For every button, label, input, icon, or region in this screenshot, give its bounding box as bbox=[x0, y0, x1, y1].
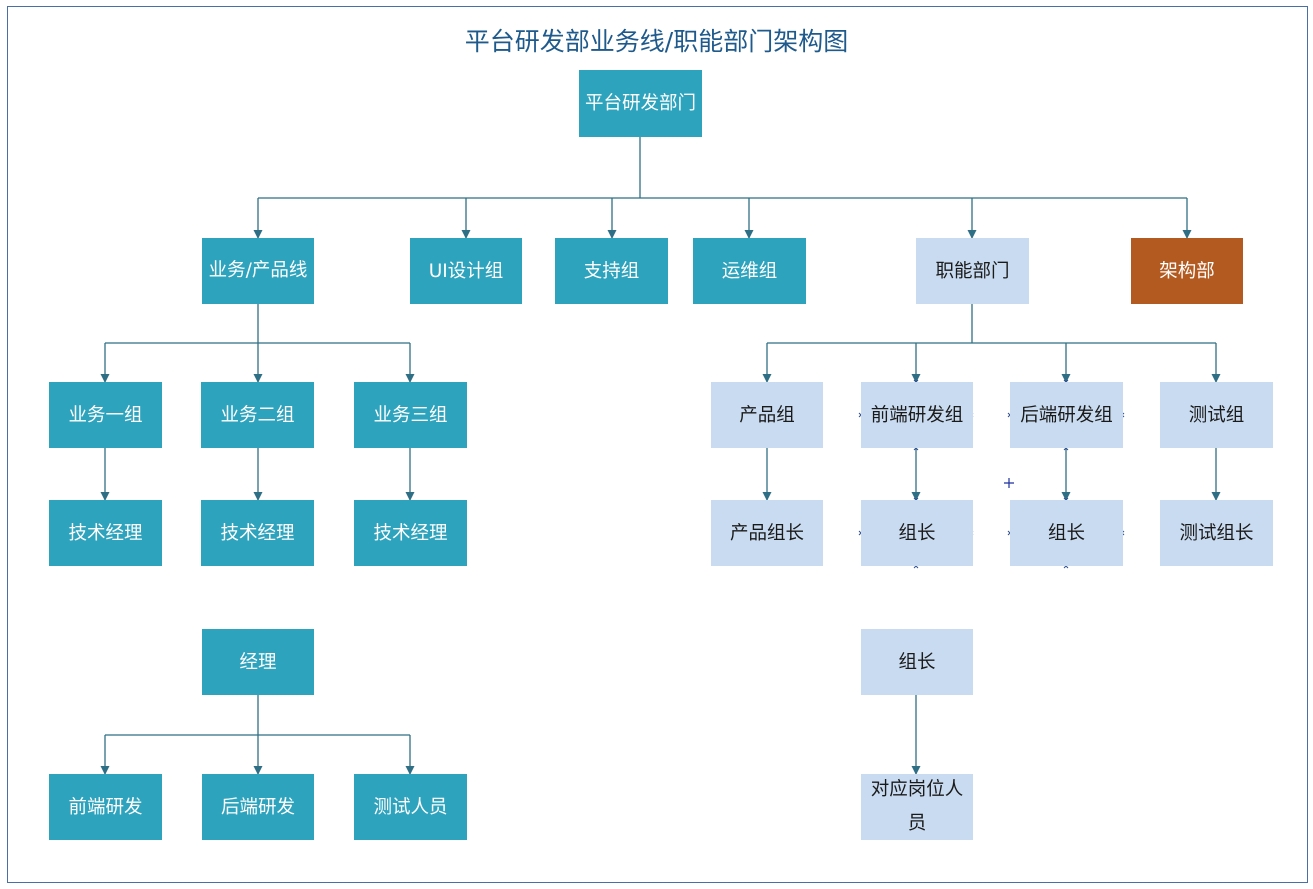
node-product-lead[interactable]: 产品组长 bbox=[711, 500, 823, 566]
node-root[interactable]: 平台研发部门 bbox=[579, 70, 702, 137]
node-biz2[interactable]: 业务二组 bbox=[201, 382, 314, 448]
node-lead[interactable]: 组长 bbox=[861, 629, 973, 695]
node-tech-mgr2[interactable]: 技术经理 bbox=[201, 500, 314, 566]
node-ui-group[interactable]: UI设计组 bbox=[410, 238, 522, 304]
node-functional[interactable]: 职能部门 bbox=[916, 238, 1029, 304]
node-tech-mgr1[interactable]: 技术经理 bbox=[49, 500, 162, 566]
node-tester[interactable]: 测试人员 bbox=[354, 774, 467, 840]
node-staff[interactable]: 对应岗位人员 bbox=[861, 774, 973, 840]
node-test-group[interactable]: 测试组 bbox=[1160, 382, 1273, 448]
node-backend-group[interactable]: 后端研发组 bbox=[1010, 382, 1123, 448]
node-tech-mgr3[interactable]: 技术经理 bbox=[354, 500, 467, 566]
diagram-frame bbox=[7, 6, 1308, 883]
node-backend-lead[interactable]: 组长 bbox=[1010, 500, 1123, 566]
node-arch[interactable]: 架构部 bbox=[1131, 238, 1243, 304]
node-test-lead[interactable]: 测试组长 bbox=[1160, 500, 1273, 566]
node-support-group[interactable]: 支持组 bbox=[555, 238, 668, 304]
diagram-title: 平台研发部业务线/职能部门架构图 bbox=[464, 27, 849, 56]
node-frontend-dev[interactable]: 前端研发 bbox=[49, 774, 162, 840]
node-biz3[interactable]: 业务三组 bbox=[354, 382, 467, 448]
node-frontend-group[interactable]: 前端研发组 bbox=[861, 382, 973, 448]
node-biz1[interactable]: 业务一组 bbox=[49, 382, 162, 448]
node-manager[interactable]: 经理 bbox=[202, 629, 314, 695]
node-frontend-lead[interactable]: 组长 bbox=[861, 500, 973, 566]
node-product-group[interactable]: 产品组 bbox=[711, 382, 823, 448]
node-biz-line[interactable]: 业务/产品线 bbox=[202, 238, 314, 304]
node-backend-dev[interactable]: 后端研发 bbox=[202, 774, 314, 840]
node-ops-group[interactable]: 运维组 bbox=[693, 238, 806, 304]
cursor-crosshair bbox=[1004, 478, 1014, 488]
